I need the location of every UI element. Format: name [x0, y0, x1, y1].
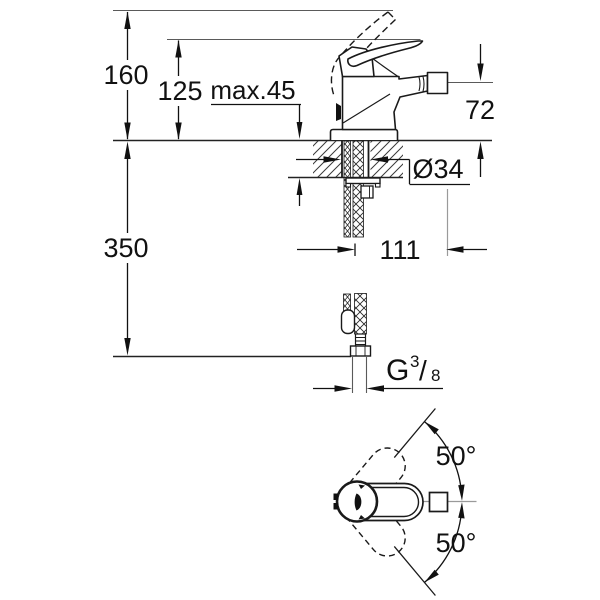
arc-bottom-arrow-inner [458, 502, 465, 519]
dim-max45-arrow-down [296, 122, 303, 139]
arc-top-arrow-inner [458, 484, 465, 501]
mounting-claw [345, 177, 381, 185]
angle-label-top: 50° [436, 441, 477, 471]
dia34-label: Ø34 [412, 154, 463, 184]
dim-g38: G 3 / 8 [313, 352, 443, 393]
body-tab-lower [333, 503, 338, 510]
g38-ext-lines [351, 357, 368, 393]
hose-end-sleeve [340, 309, 356, 335]
body-contour-line [342, 93, 391, 124]
side-view: 160 125 max.45 72 [103, 9, 495, 393]
dim-111-lines [297, 243, 487, 256]
spout-cone-lines [418, 76, 425, 92]
dim-111-arrow-right [337, 246, 355, 253]
angle-label-bottom: 50° [436, 528, 477, 558]
dia34-arrow-left [370, 156, 388, 163]
dim-125-arrow-up [175, 40, 182, 58]
dim-72-arrow-down [477, 63, 484, 81]
dim-72-label: 72 [465, 95, 495, 125]
angle-ray-up [393, 408, 436, 459]
dim-350: 350 [103, 141, 149, 356]
body-tab-upper [333, 493, 338, 500]
faucet-top-view [333, 480, 449, 523]
g38-label-slash: / [419, 355, 427, 386]
angle-ray-down [393, 545, 436, 596]
g38-label-g: G [386, 354, 409, 387]
joint-notch-bottom [358, 515, 365, 520]
dim-160-arrow-up [124, 11, 131, 29]
dim-max45-leader [211, 103, 301, 123]
hose-fitting [360, 185, 374, 199]
faucet-side-view [329, 11, 449, 140]
reference-lines [113, 9, 493, 84]
dim-111-arrow-left [446, 246, 464, 253]
angle-arc-bottom [424, 502, 465, 583]
g38-arrow-right [334, 385, 352, 392]
dim-125-label: 125 [157, 76, 202, 106]
top-view: 50° 50° [333, 408, 477, 596]
cartridge-stem [354, 493, 362, 511]
supply-hoses [340, 140, 381, 357]
thread-ribs [355, 337, 366, 345]
dim-350-label: 350 [103, 233, 148, 263]
dim-72: 72 [465, 44, 495, 177]
g38-label-denominator: 8 [431, 366, 440, 385]
arc-top-arrow-outer [424, 421, 439, 435]
side-detail-knob [336, 103, 341, 121]
spout-top-view [428, 491, 449, 513]
dim-111-label: 111 [379, 235, 420, 265]
dim-160-label: 160 [103, 60, 148, 90]
dim-350-arrow-down [124, 338, 131, 356]
arc-bottom-arrow-outer [424, 569, 439, 583]
dim-111: 111 [297, 235, 487, 265]
joint-notch-top [358, 484, 365, 489]
dim-max45: max.45 [210, 75, 303, 206]
g38-label-numerator: 3 [410, 352, 419, 371]
g38-arrow-left [366, 385, 384, 392]
dim-350-arrow-up [124, 141, 131, 159]
dim-125-arrow-down [175, 122, 182, 140]
angle-arc-top [424, 421, 465, 501]
faucet-base [329, 128, 399, 140]
aerator [426, 71, 449, 95]
dia34-arrow-right [323, 156, 341, 163]
dim-160: 160 [103, 11, 149, 140]
escutcheon-contour [371, 57, 399, 77]
claw-notch-left [345, 182, 352, 188]
dim-max45-label: max.45 [210, 75, 295, 105]
dim-dia34: Ø34 [296, 154, 470, 186]
dim-160-arrow-down [124, 122, 131, 140]
lever-top-inner-line [362, 486, 420, 518]
hose-braided-upper [343, 140, 351, 238]
dia34-leader [387, 158, 470, 186]
connection-nut [349, 345, 372, 357]
nut-facets [355, 346, 366, 356]
dim-125: 125 [157, 40, 203, 140]
dim-72-arrow-up [477, 141, 484, 159]
dim-max45-arrow-up [296, 178, 303, 195]
shank-walls [341, 140, 370, 178]
lever-closed [347, 40, 424, 68]
hose-crosshatch-lower [354, 293, 367, 335]
claw-notch-right [374, 182, 381, 188]
